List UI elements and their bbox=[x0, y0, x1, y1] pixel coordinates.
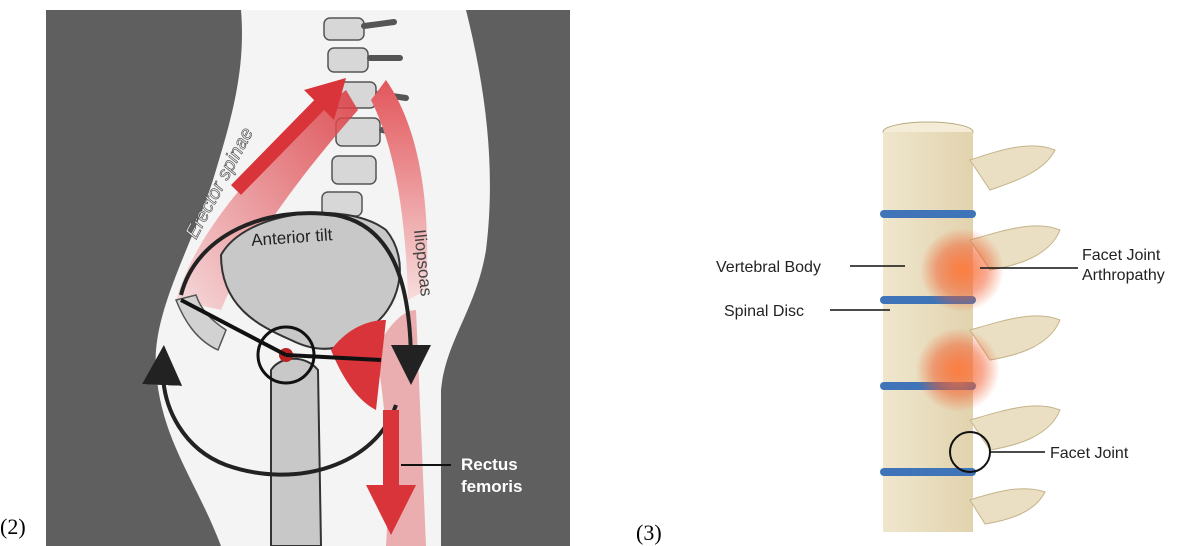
rectus-label-line1: Rectus bbox=[461, 455, 518, 474]
vertebral-body-label: Vertebral Body bbox=[716, 259, 821, 276]
rectus-label-line2: femoris bbox=[461, 477, 522, 496]
figure-2-number: (2) bbox=[0, 514, 26, 540]
facet-arthropathy-label-line2: Arthropathy bbox=[1082, 267, 1165, 284]
figure-3-number: (3) bbox=[636, 520, 662, 546]
inflammation-upper bbox=[920, 228, 1004, 312]
inflammation-lower bbox=[916, 328, 1000, 412]
lumbar-spine-diagram: Vertebral Body Spinal Disc Facet Joint A… bbox=[700, 120, 1186, 546]
facet-joint-label: Facet Joint bbox=[1050, 445, 1129, 462]
femur bbox=[271, 359, 321, 546]
pelvic-tilt-diagram: Erector spinae Anterior tilt Iliopsoas R… bbox=[46, 10, 570, 546]
spinal-disc-label: Spinal Disc bbox=[724, 303, 804, 320]
facet-arthropathy-label-line1: Facet Joint bbox=[1082, 247, 1161, 264]
